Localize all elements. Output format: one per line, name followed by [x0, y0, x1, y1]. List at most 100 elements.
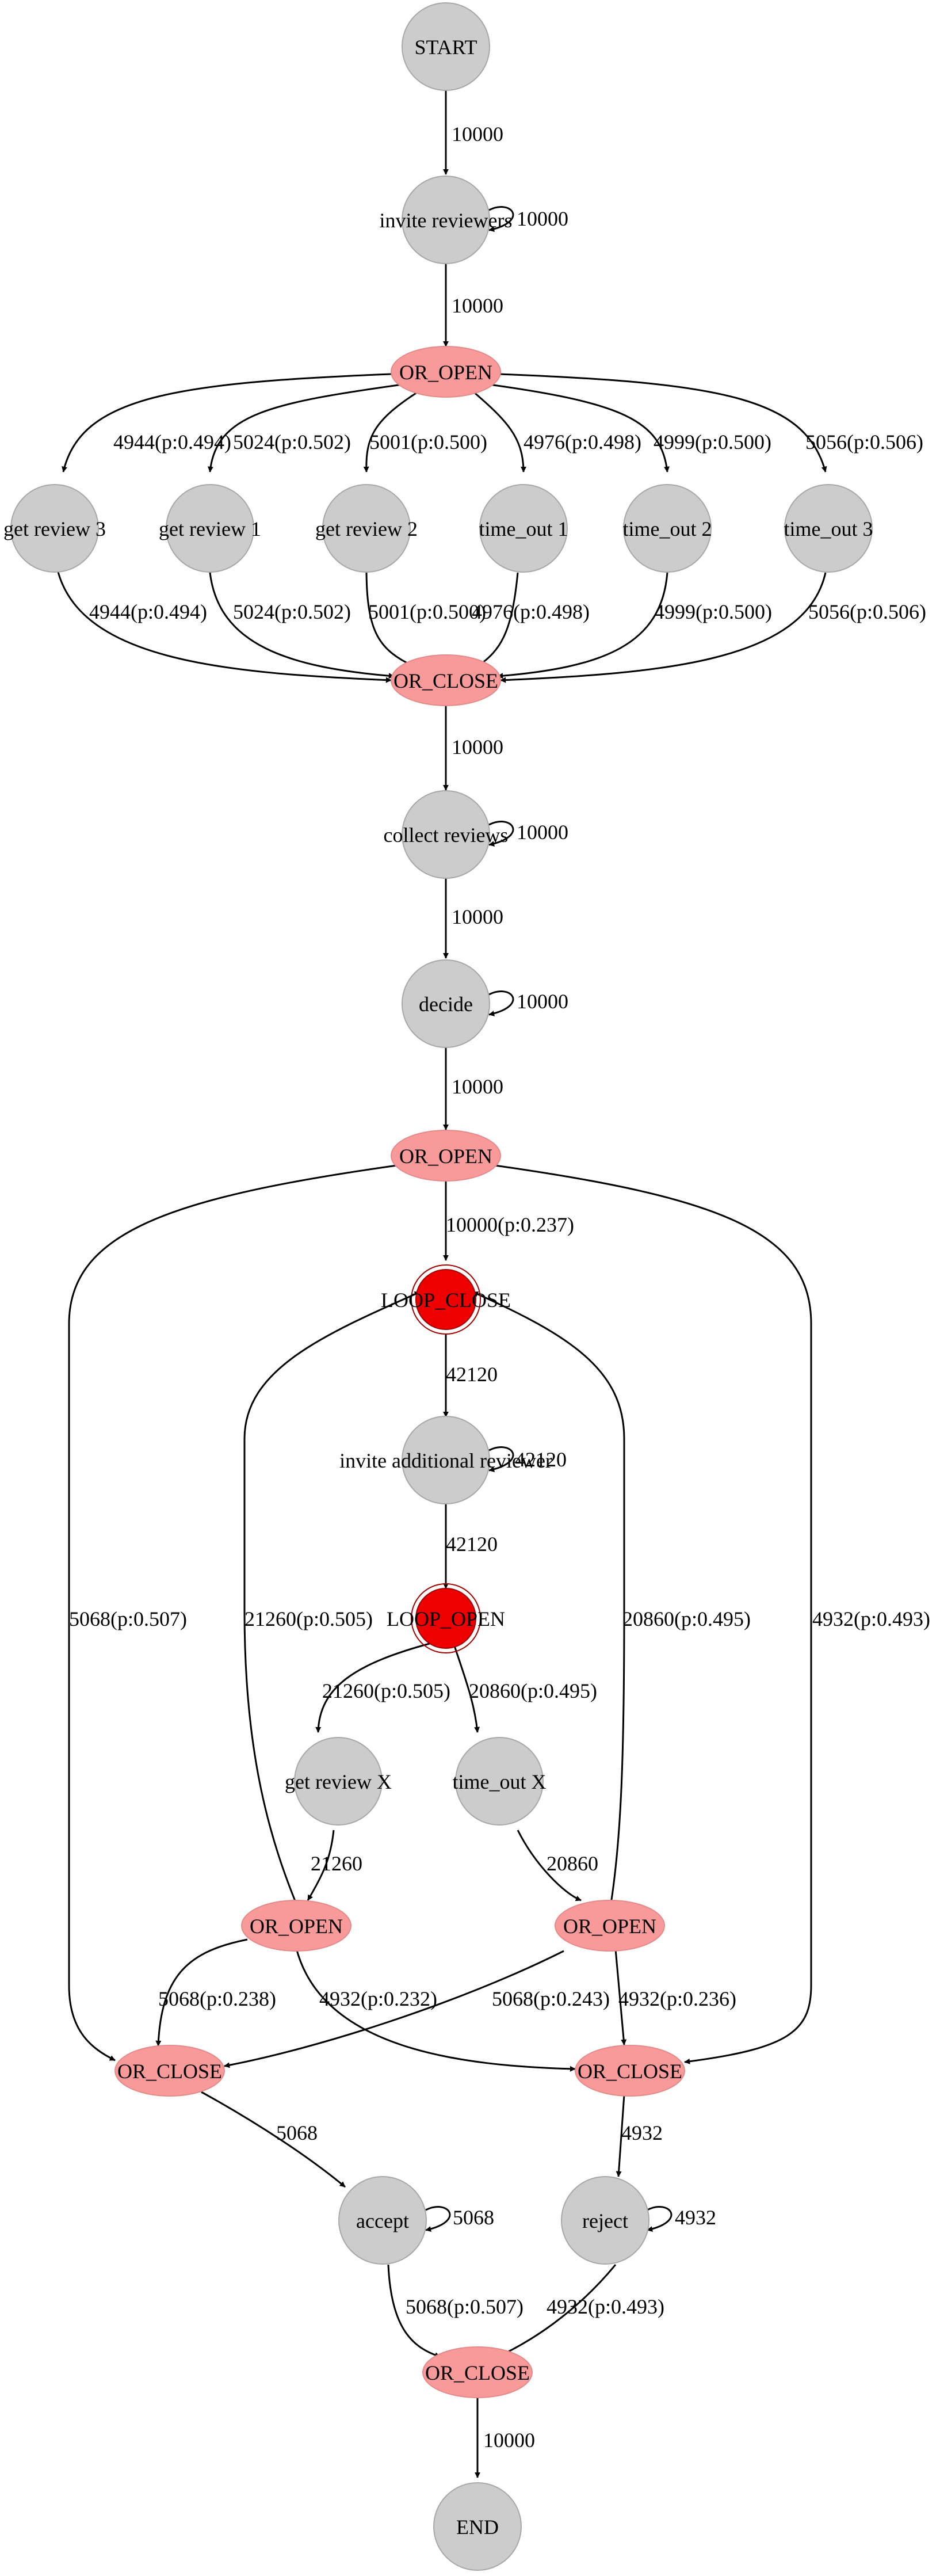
edge-oropen1-gr2: 5001(p:0.500): [363, 390, 487, 472]
node-reject: reject: [561, 2176, 649, 2265]
edge-orclose1-collect: 10000: [443, 705, 503, 791]
edge-label: 20860: [547, 1852, 598, 1875]
node-or-close-1: OR_CLOSE: [391, 654, 501, 706]
edge-label: 5068(p:0.507): [406, 2295, 524, 2318]
edge-loopclose-inviteadd: 42120: [443, 1334, 498, 1417]
svg-text:OR_CLOSE: OR_CLOSE: [578, 2060, 682, 2083]
edges: 10000 10000 10000 4944(p:0.494) 5024(p:0…: [56, 90, 930, 2478]
edge-label: 10000: [452, 736, 503, 759]
edge-inviteadd-loopopen: 42120: [443, 1504, 498, 1589]
edge-oropen3-orclose2: 5068(p:0.238): [155, 1938, 276, 2047]
edge-label: 21260: [311, 1852, 362, 1875]
edge-label: 5068(p:0.507): [69, 1607, 187, 1630]
svg-text:OR_OPEN: OR_OPEN: [399, 361, 492, 384]
svg-text:reject: reject: [582, 2209, 628, 2232]
svg-text:OR_OPEN: OR_OPEN: [250, 1915, 343, 1938]
svg-text:collect reviews: collect reviews: [384, 824, 509, 847]
edge-oropen1-to1: 4976(p:0.498): [472, 390, 641, 472]
edge-label: 4944(p:0.494): [113, 430, 231, 454]
edge-label: 10000: [452, 294, 503, 317]
svg-text:OR_OPEN: OR_OPEN: [563, 1915, 656, 1938]
node-get-review-x: get review X: [285, 1737, 392, 1826]
edge-oropen4-loopclose: 20860(p:0.495): [472, 1291, 751, 1911]
edge-label: 5001(p:0.500): [368, 600, 486, 623]
edge-orclose4-end: 10000: [475, 2395, 535, 2478]
svg-text:get review 3: get review 3: [3, 517, 106, 540]
edge-label: 5056(p:0.506): [805, 430, 923, 454]
node-get-review-3: get review 3: [3, 484, 106, 573]
edge-oropen2-orclose2: 5068(p:0.507): [68, 1164, 398, 2061]
edge-oropen3-orclose3: 4932(p:0.232): [295, 1948, 576, 2072]
edge-label: 5068(p:0.243): [492, 1987, 610, 2010]
node-invite-additional-reviewer: invite additional reviewer: [339, 1416, 552, 1504]
edge-label: 10000: [483, 2429, 535, 2452]
edge-oropen1-gr3: 4944(p:0.494): [62, 373, 392, 472]
edge-label: 21260(p:0.505): [322, 1679, 450, 1702]
node-time-out-2: time_out 2: [623, 484, 712, 573]
svg-text:accept: accept: [356, 2209, 409, 2232]
svg-text:time_out X: time_out X: [453, 1770, 547, 1793]
edge-label: 42120: [515, 1448, 567, 1471]
svg-text:OR_OPEN: OR_OPEN: [399, 1145, 492, 1168]
edge-label: 4932(p:0.493): [812, 1607, 930, 1630]
edge-oropen1-to3: 5056(p:0.506): [499, 373, 923, 472]
node-or-open-1: OR_OPEN: [391, 346, 501, 398]
edge-oropen3-loopclose: 21260(p:0.505): [243, 1291, 421, 1911]
edge-label: 10000: [517, 990, 568, 1013]
edge-tox-oropen4: 20860: [517, 1830, 598, 1901]
edge-oropen2-orclose3: 4932(p:0.493): [494, 1164, 930, 2064]
edge-reject-orclose4: 4932(p:0.493): [497, 2264, 664, 2358]
svg-text:LOOP_OPEN: LOOP_OPEN: [387, 1607, 505, 1630]
node-time-out-1: time_out 1: [479, 484, 568, 573]
svg-text:time_out 3: time_out 3: [784, 517, 873, 540]
node-invite-reviewers: invite reviewers: [380, 176, 513, 264]
edge-oropen1-gr1: 5024(p:0.502): [207, 383, 403, 472]
edge-inviteadd-self: 42120: [488, 1446, 567, 1472]
edge-label: 4999(p:0.500): [654, 600, 772, 623]
edge-label: 4932: [675, 2206, 716, 2229]
svg-text:invite reviewers: invite reviewers: [380, 209, 513, 232]
nodes: START invite reviewers OR_OPEN get revie…: [3, 2, 873, 2571]
node-or-close-4: OR_CLOSE: [422, 2346, 533, 2398]
edge-label: 4932: [621, 2121, 663, 2144]
edge-label: 4999(p:0.500): [654, 430, 771, 454]
node-collect-reviews: collect reviews: [384, 790, 509, 879]
edge-oropen4-orclose2: 5068(p:0.243): [224, 1950, 610, 2068]
edge-orclose3-reject: 4932: [616, 2094, 663, 2177]
edge-decide-oropen2: 10000: [443, 1047, 503, 1130]
edge-orclose2-accept: 5068: [201, 2091, 346, 2188]
svg-text:START: START: [415, 36, 477, 59]
node-loop-open: LOOP_OPEN: [387, 1583, 505, 1653]
edge-label: 4976(p:0.498): [472, 600, 590, 623]
edge-label: 42120: [446, 1533, 498, 1556]
svg-text:get review 1: get review 1: [159, 517, 261, 540]
edge-label: 20860(p:0.495): [622, 1607, 751, 1630]
node-or-close-2: OR_CLOSE: [114, 2045, 225, 2097]
edge-label: 10000: [452, 1075, 503, 1098]
edge-loopopen-grx: 21260(p:0.505): [315, 1642, 450, 1733]
edge-label: 42120: [446, 1363, 498, 1386]
edge-label: 5068: [276, 2121, 318, 2144]
edge-oropen4-orclose3: 4932(p:0.236): [614, 1949, 736, 2045]
edge-label: 5068(p:0.238): [158, 1987, 276, 2010]
edge-invite-oropen1: 10000: [443, 264, 503, 347]
edge-reject-self: 4932: [647, 2206, 716, 2232]
svg-text:LOOP_CLOSE: LOOP_CLOSE: [381, 1289, 511, 1312]
edge-collect-decide: 10000: [443, 878, 503, 959]
svg-text:decide: decide: [419, 993, 473, 1016]
edge-grx-oropen3: 21260: [307, 1830, 362, 1901]
edge-label: 10000: [517, 207, 568, 230]
edge-label: 4944(p:0.494): [89, 600, 207, 623]
svg-text:time_out 1: time_out 1: [479, 517, 568, 540]
node-or-open-3: OR_OPEN: [241, 1900, 351, 1952]
edge-accept-self: 5068: [425, 2206, 494, 2232]
edge-label: 5001(p:0.500): [369, 430, 487, 454]
edge-label: 4932(p:0.236): [618, 1987, 736, 2010]
edge-gr1-orclose1: 5024(p:0.502): [209, 572, 395, 679]
node-time-out-3: time_out 3: [784, 484, 873, 573]
node-accept: accept: [338, 2176, 427, 2265]
node-start: START: [402, 2, 490, 91]
edge-label: 5056(p:0.506): [808, 600, 926, 623]
edge-label: 10000: [452, 905, 503, 928]
node-get-review-1: get review 1: [159, 484, 261, 573]
